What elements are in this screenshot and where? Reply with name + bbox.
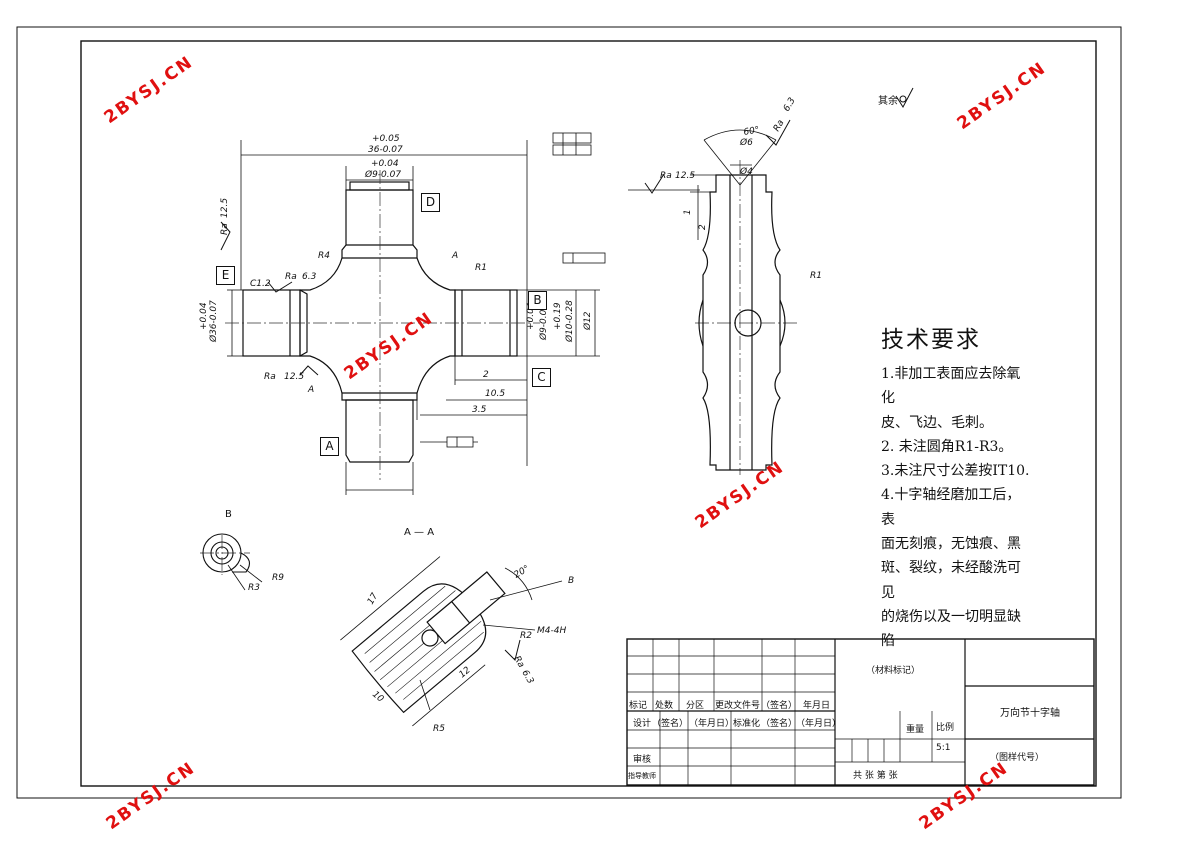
- part-name: 万向节十字轴: [1000, 708, 1060, 719]
- dim-d36-tol: +0.04: [199, 302, 209, 330]
- header-mark: 标记: [629, 701, 648, 711]
- tech-req-title: 技术要求: [881, 327, 981, 353]
- material-mark: （材料标记）: [866, 666, 921, 676]
- dim-three5: 3.5: [472, 405, 487, 415]
- dim-angle60: 60°: [743, 125, 760, 138]
- tech-req-line: 面无刻痕，无蚀痕、黑: [881, 536, 1021, 553]
- dim-dia9: Ø9-0.07: [364, 169, 401, 180]
- std-sign: （签名）: [761, 719, 798, 729]
- dim-side-r1: R1: [810, 271, 822, 281]
- dim-c1: C1.2: [250, 279, 271, 289]
- tolerance-frames: [446, 132, 606, 448]
- roughness-symbols: [220, 87, 914, 661]
- dim-two: 2: [483, 370, 489, 380]
- dim-d6: Ø6: [739, 137, 753, 148]
- roughness-label: 其余: [878, 96, 898, 107]
- header-docno: 更改文件号: [715, 701, 761, 711]
- inner-border: [80, 40, 1097, 787]
- header-zone: 分区: [686, 701, 705, 711]
- dim-r3: R3: [248, 583, 260, 593]
- tech-req-line: 2. 未注圆角R1-R3。: [881, 438, 1013, 455]
- dim-ra125-3: 12.5: [220, 198, 230, 218]
- dim-d4: Ø4: [739, 166, 753, 177]
- dim-r1: R1: [475, 263, 487, 273]
- dim-two-side: 2: [698, 224, 708, 230]
- title-block-grid: [626, 638, 1095, 786]
- dim-a-arrow-2: A: [307, 385, 314, 395]
- dimension-text: +0.05 36-0.07 +0.04 Ø9-0.07 R4 R1 C1.2 R…: [199, 96, 822, 734]
- dim-len-tol: +0.05: [372, 134, 400, 144]
- outer-border: [16, 26, 1122, 799]
- dim-b-arrow: B: [568, 576, 574, 586]
- tech-req-line: 1.非加工表面应去除氧化: [881, 366, 1021, 407]
- tech-req-line: 皮、飞边、毛刺。: [881, 414, 993, 431]
- detail-label: B: [225, 509, 232, 520]
- side-view: [628, 129, 786, 471]
- dim-d10-tol: +0.19: [553, 302, 563, 330]
- tech-req-line: 3.未注尺寸公差按IT10.: [881, 463, 1030, 480]
- dim-len: 36-0.07: [368, 145, 403, 155]
- dim-d10: Ø10-0.28: [564, 300, 575, 343]
- datum-c: C: [532, 368, 551, 387]
- header-count: 处数: [655, 701, 674, 711]
- tech-req-line: 4.十字轴经磨加工后，表: [881, 487, 1021, 528]
- design-label: 设计: [633, 719, 652, 729]
- std-label: 标准化: [733, 719, 761, 729]
- sheet-count: 共 张 第 张: [853, 771, 898, 781]
- dim-one: 1: [683, 209, 693, 215]
- dim-d9b: Ø9-0.07: [538, 304, 549, 341]
- drawing-number: （图样代号）: [990, 753, 1045, 763]
- std-date: （年月日）: [796, 719, 842, 729]
- scale-value: 5:1: [936, 743, 951, 753]
- header-sign: （签名）: [761, 701, 798, 711]
- dim-ra125-side2: 12.5: [675, 171, 695, 181]
- advisor-label: 指导教师: [628, 772, 656, 780]
- section-a-a: [340, 556, 563, 727]
- tech-req-line: 的烧伤以及一切明显缺陷: [881, 608, 1021, 650]
- dim-r9: R9: [272, 573, 284, 583]
- header-date: 年月日: [803, 701, 831, 711]
- design-sign: （签名）: [652, 719, 689, 729]
- dim-ten5: 10.5: [485, 389, 505, 399]
- dim-d36: Ø36-0.07: [208, 300, 219, 343]
- detail-b-view: [202, 533, 263, 591]
- dim-ra-2: Ra: [264, 372, 276, 382]
- dim-r4: R4: [318, 251, 330, 261]
- datum-b: B: [528, 291, 547, 310]
- tech-req-line: 斑、裂纹，未经酸洗可见: [881, 560, 1021, 601]
- dim-r5: R5: [433, 724, 445, 734]
- dim-ra125-2: 12.5: [284, 372, 304, 382]
- dim-dia9-tol: +0.04: [371, 159, 399, 169]
- dim-m4: M4-4H: [537, 626, 566, 636]
- design-date: （年月日）: [689, 719, 735, 729]
- dim-r2: R2: [520, 631, 532, 641]
- technical-requirements: 技术要求 1.非加工表面应去除氧化 皮、飞边、毛刺。 2. 未注圆角R1-R3。…: [881, 320, 1031, 654]
- dim-d9b-tol: +0.04: [526, 302, 536, 330]
- datum-e: E: [216, 266, 235, 285]
- review-label: 审核: [633, 755, 652, 765]
- datum-a: A: [320, 437, 339, 456]
- section-label: A — A: [404, 527, 435, 538]
- dim-a-arrow-1: A: [451, 251, 458, 261]
- dim-ra-3: Ra: [220, 223, 230, 235]
- dim-d12: Ø12: [582, 311, 593, 331]
- dim-ra63-1: 6.3: [302, 272, 317, 282]
- datum-d: D: [421, 193, 440, 212]
- dim-ra-side2: Ra: [660, 171, 672, 181]
- dim-ra-1: Ra: [285, 272, 297, 282]
- scale-label: 比例: [936, 723, 955, 733]
- weight-label: 重量: [906, 725, 925, 735]
